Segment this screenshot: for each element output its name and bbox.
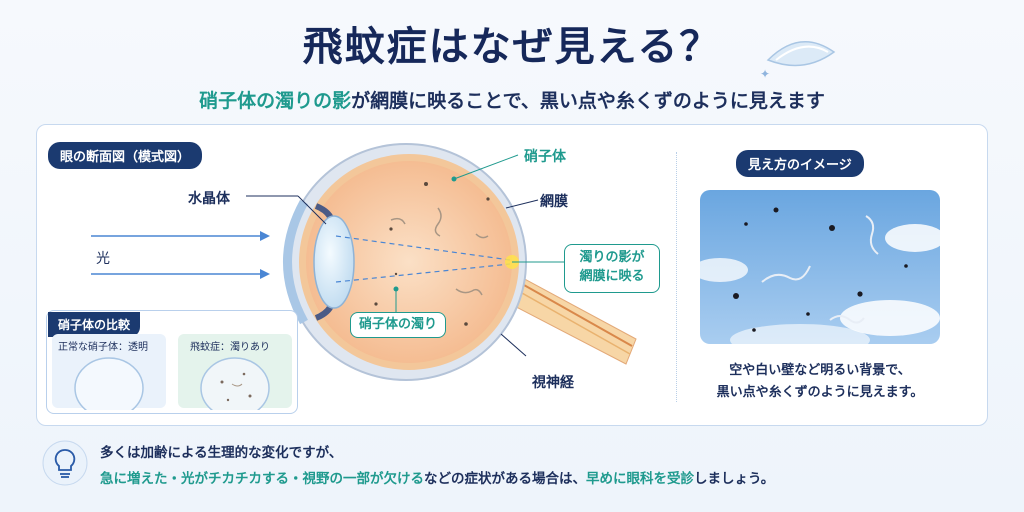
light-label: 光 — [96, 251, 110, 267]
subtitle-rest: が網膜に映ることで、黒い点や糸くずのように見えます — [351, 90, 825, 112]
tip-text: 多くは加齢による生理的な変化ですが、 急に増えた・光がチカチカする・視野の一部が… — [100, 440, 774, 492]
svg-text:✦: ✦ — [760, 67, 770, 80]
subtitle-highlight: 硝子体の濁りの影 — [199, 90, 352, 112]
view-description: 空や白い壁など明るい背景で、 黒い点や糸くずのように見えます。 — [700, 360, 940, 404]
tip-end: しましょう。 — [694, 471, 775, 487]
comparison-tag: 硝子体の比較 — [48, 312, 141, 337]
lens-label: 水晶体 — [188, 191, 230, 207]
opacity-callout: 硝子体の濁り — [350, 312, 446, 338]
panel-divider — [676, 152, 677, 402]
page-title: 飛蚊症はなぜ見える？ — [302, 24, 722, 70]
view-section-tag: 見え方のイメージ — [736, 150, 864, 177]
shadow-callout: 濁りの影が 網膜に映る — [564, 244, 660, 293]
tip-highlight-symptoms: 急に増えた・光がチカチカする・視野の一部が欠ける — [100, 471, 424, 487]
comparison-spheres — [74, 357, 270, 410]
normal-label: 正常な硝子体：透明 — [58, 342, 148, 353]
tip-line1: 多くは加齢による生理的な変化ですが、 — [100, 445, 343, 461]
retina-label: 網膜 — [540, 194, 568, 210]
floaters-view-image — [700, 190, 940, 344]
lightbulb-icon — [42, 440, 88, 486]
subtitle: 硝子体の濁りの影が網膜に映ることで、黒い点や糸くずのように見えます — [0, 86, 1024, 113]
tip-highlight-consult: 早めに眼科を受診 — [586, 471, 694, 487]
diagram-section-tag: 眼の断面図（模式図） — [48, 142, 203, 169]
optic-nerve-label: 視神経 — [532, 375, 574, 391]
view-desc-line2: 黒い点や糸くずのように見えます。 — [716, 385, 924, 400]
shadow-callout-line1: 濁りの影が — [579, 250, 645, 265]
shadow-callout-line2: 網膜に映る — [579, 269, 645, 284]
vitreous-label: 硝子体 — [524, 149, 566, 165]
view-desc-line1: 空や白い壁など明るい背景で、 — [729, 363, 911, 378]
floaters-label: 飛蚊症：濁りあり — [190, 342, 270, 353]
contact-lens-icon: ✦ — [760, 40, 836, 80]
light-ray-arrow-icon — [260, 231, 270, 241]
tip-mid: などの症状がある場合は、 — [424, 471, 586, 487]
tip-line2: 急に増えた・光がチカチカする・視野の一部が欠けるなどの症状がある場合は、早めに眼… — [100, 466, 774, 492]
eye-cross-section-diagram — [91, 143, 637, 381]
